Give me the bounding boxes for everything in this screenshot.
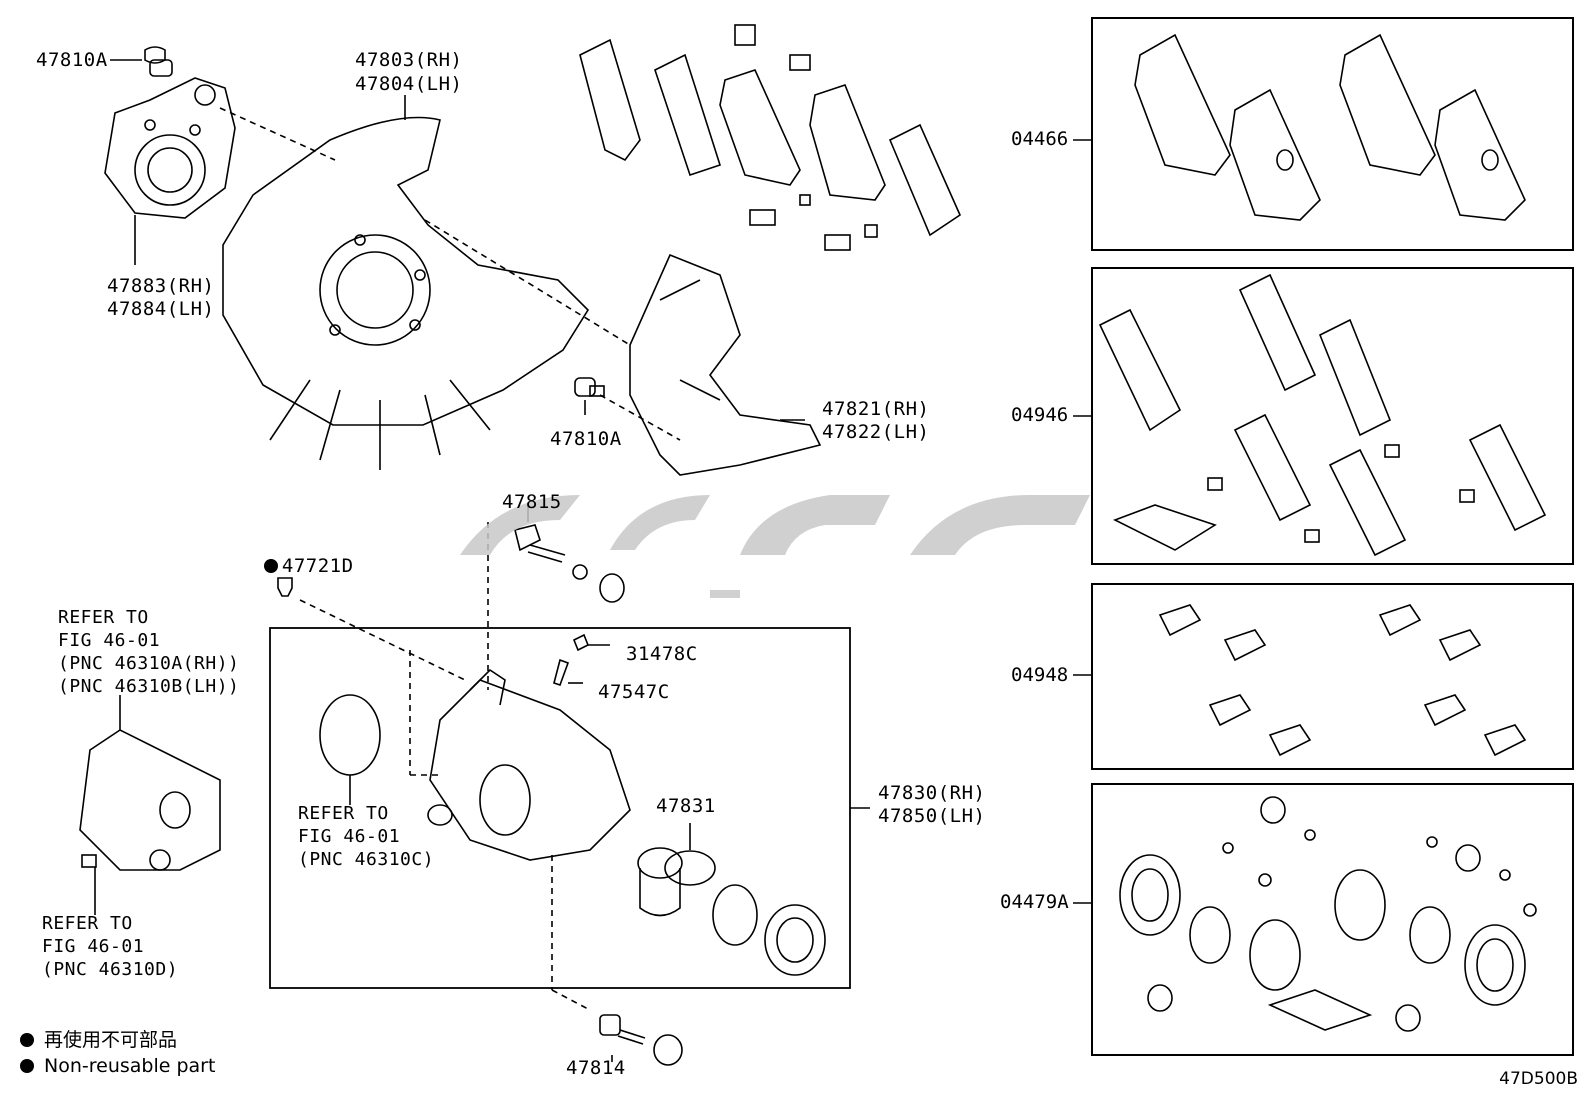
refer-line: FIG 46-01 bbox=[58, 630, 161, 651]
kit-04466-pads-icon bbox=[1134, 33, 1526, 221]
bolt-47810a-mid-icon bbox=[574, 377, 605, 415]
kit-code-04466: 04466 bbox=[1011, 128, 1069, 150]
label-47850: 47850(LH) bbox=[878, 805, 986, 827]
dust-shield-icon bbox=[222, 116, 590, 470]
filled-circle-icon bbox=[20, 1059, 34, 1073]
kit-panel-04948 bbox=[1091, 583, 1574, 770]
kit-code-04479a: 04479A bbox=[1000, 891, 1069, 913]
refer-line: REFER TO bbox=[58, 607, 149, 628]
label-47822: 47822(LH) bbox=[822, 421, 930, 443]
brake-pads-top-icon bbox=[579, 24, 962, 251]
piston-icon bbox=[637, 823, 716, 917]
watermark-logo-icon bbox=[460, 495, 1090, 598]
non-reusable-dot-icon bbox=[263, 559, 278, 573]
kit-code-04948: 04948 bbox=[1011, 664, 1069, 686]
filled-circle-icon bbox=[20, 1033, 34, 1047]
label-47547c: 47547C bbox=[598, 681, 670, 703]
legend-en-text: Non-reusable part bbox=[44, 1055, 216, 1077]
kit-panel-04946 bbox=[1091, 267, 1574, 565]
legend-row-jp: 再使用不可部品 bbox=[20, 1027, 215, 1053]
refer-line: (PNC 46310B(LH)) bbox=[58, 676, 240, 697]
refer-block-box-inner: REFER TO FIG 46-01 (PNC 46310C) bbox=[298, 802, 434, 871]
label-47721d: 47721D bbox=[240, 533, 354, 577]
kit-panel-04479a bbox=[1091, 783, 1574, 1056]
bleeder-plug-icon bbox=[277, 577, 293, 597]
refer-line: (PNC 46310C) bbox=[298, 849, 435, 870]
label-31478c: 31478C bbox=[626, 643, 698, 665]
refer-line: (PNC 46310A(RH)) bbox=[58, 653, 240, 674]
legend: 再使用不可部品 Non-reusable part bbox=[20, 1027, 215, 1079]
label-47884: 47884(LH) bbox=[107, 298, 215, 320]
label-47810a-top: 47810A bbox=[36, 49, 108, 71]
legend-row-en: Non-reusable part bbox=[20, 1053, 215, 1079]
dust-boot-icon bbox=[764, 904, 826, 976]
piston-seal-icon bbox=[712, 884, 758, 946]
bleeder-screw-icon bbox=[553, 633, 610, 687]
refer-line: REFER TO bbox=[298, 803, 389, 824]
kit-04479a-seals-icon bbox=[1119, 796, 1537, 1032]
mounting-plate-icon bbox=[104, 77, 236, 219]
label-47804: 47804(LH) bbox=[355, 73, 463, 95]
kit-04946-shims-icon bbox=[1098, 273, 1547, 557]
kit-04948-clips-icon bbox=[1158, 604, 1527, 757]
legend-jp-text: 再使用不可部品 bbox=[44, 1029, 178, 1051]
label-47831: 47831 bbox=[656, 795, 716, 817]
refer-line: (PNC 46310D) bbox=[42, 959, 179, 980]
refer-line: REFER TO bbox=[42, 913, 133, 934]
refer-line: FIG 46-01 bbox=[42, 936, 145, 957]
refer-line: FIG 46-01 bbox=[298, 826, 401, 847]
kit-code-04946: 04946 bbox=[1011, 404, 1069, 426]
refer-block-left-top: REFER TO FIG 46-01 (PNC 46310A(RH)) (PNC… bbox=[58, 606, 239, 698]
caliper-bracket-icon bbox=[629, 253, 822, 476]
label-47810a-mid: 47810A bbox=[550, 428, 622, 450]
kit-panel-04466 bbox=[1091, 17, 1574, 251]
label-47721d-text: 47721D bbox=[281, 555, 354, 577]
label-47821: 47821(RH) bbox=[822, 398, 930, 420]
o-ring-icon bbox=[319, 694, 381, 776]
refer-block-left-bottom: REFER TO FIG 46-01 (PNC 46310D) bbox=[42, 912, 178, 981]
label-47883: 47883(RH) bbox=[107, 275, 215, 297]
label-47814: 47814 bbox=[566, 1057, 626, 1079]
document-id: 47D500B bbox=[1499, 1069, 1578, 1089]
label-47803: 47803(RH) bbox=[355, 49, 463, 71]
left-caliper-assembly-icon bbox=[79, 695, 221, 915]
bolt-47810a-top-icon bbox=[110, 46, 173, 77]
label-47830: 47830(RH) bbox=[878, 782, 986, 804]
label-47815: 47815 bbox=[502, 491, 562, 513]
guide-pin-47814-icon bbox=[599, 1014, 683, 1066]
caliper-body-icon bbox=[427, 668, 631, 861]
